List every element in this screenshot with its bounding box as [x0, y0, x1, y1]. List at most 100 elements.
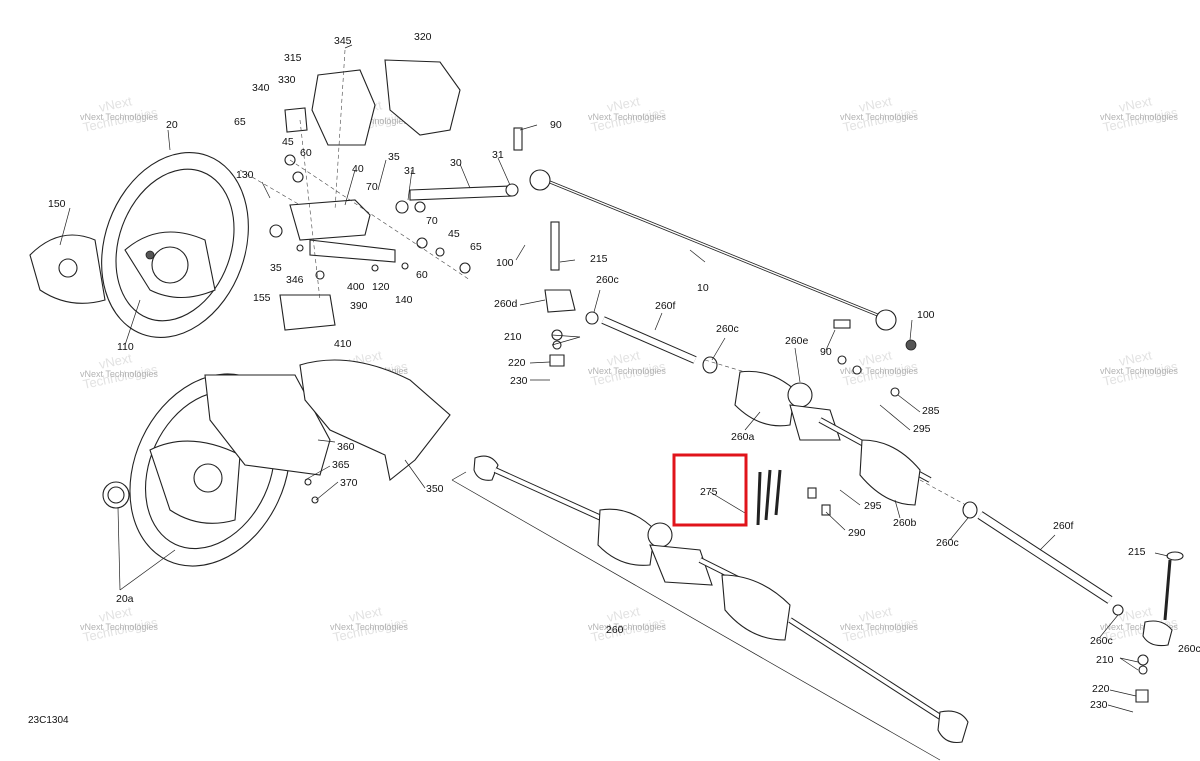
- part-label-400: 400: [347, 281, 365, 293]
- part-label-410: 410: [334, 338, 352, 350]
- part-label-65: 65: [470, 241, 482, 253]
- watermark-text: vNext Technologies: [1100, 622, 1178, 632]
- part-label-290: 290: [848, 527, 866, 539]
- watermark-brand: vNext: [858, 347, 894, 369]
- watermark-brand: vNext: [606, 603, 642, 625]
- part-label-260c: 260c: [596, 274, 619, 286]
- part-label-31: 31: [404, 165, 416, 177]
- watermark-text: vNext Technologies: [80, 112, 158, 122]
- watermark-text: vNext Technologies: [840, 366, 918, 376]
- part-label-260f: 260f: [1053, 520, 1074, 532]
- part-label-10: 10: [697, 282, 709, 294]
- watermark-text: vNext Technologies: [588, 112, 666, 122]
- part-label-260: 260: [606, 624, 624, 636]
- part-label-315: 315: [284, 52, 302, 64]
- part-label-100: 100: [496, 257, 514, 269]
- watermark-text: vNext Technologies: [840, 622, 918, 632]
- watermark-brand: vNext: [606, 347, 642, 369]
- part-label-275: 275: [700, 486, 718, 498]
- watermark-brand: vNext: [348, 603, 384, 625]
- part-label-60: 60: [416, 269, 428, 281]
- part-label-260b: 260b: [893, 517, 917, 529]
- part-label-155: 155: [253, 292, 271, 304]
- watermark-brand: vNext: [606, 93, 642, 115]
- part-label-30: 30: [450, 157, 462, 169]
- part-label-20a: 20a: [116, 593, 134, 605]
- intermediate-shaft: [513, 127, 917, 351]
- part-label-365: 365: [332, 459, 350, 471]
- part-label-285: 285: [922, 405, 940, 417]
- part-label-120: 120: [372, 281, 390, 293]
- watermark-text: vNext Technologies: [588, 622, 666, 632]
- part-label-295: 295: [864, 500, 882, 512]
- part-label-370: 370: [340, 477, 358, 489]
- watermark-brand: vNext: [1118, 93, 1154, 115]
- part-label-215: 215: [590, 253, 608, 265]
- watermark-brand: vNext: [1118, 347, 1154, 369]
- part-label-295: 295: [913, 423, 931, 435]
- part-label-45: 45: [282, 136, 294, 148]
- rack-assembly-upper: [702, 355, 1113, 604]
- highlight-box-part-275: [672, 453, 748, 527]
- shroud: [204, 359, 451, 504]
- part-label-210: 210: [504, 331, 522, 343]
- part-label-260c: 260c: [716, 323, 739, 335]
- part-label-150: 150: [48, 198, 66, 210]
- part-label-70: 70: [366, 181, 378, 193]
- part-label-330: 330: [278, 74, 296, 86]
- watermark-text: vNext Technologies: [80, 369, 158, 379]
- part-label-70: 70: [426, 215, 438, 227]
- part-label-35: 35: [270, 262, 282, 274]
- watermark-brand: vNext: [858, 93, 894, 115]
- part-label-60: 60: [300, 147, 312, 159]
- part-label-345: 345: [334, 35, 352, 47]
- part-label-260f: 260f: [655, 300, 676, 312]
- watermark-brand: vNext: [98, 93, 134, 115]
- part-label-320: 320: [414, 31, 432, 43]
- part-label-40: 40: [352, 163, 364, 175]
- part-label-220: 220: [508, 357, 526, 369]
- part-label-230: 230: [1090, 699, 1108, 711]
- watermark-brand: vNext: [98, 603, 134, 625]
- part-label-260a: 260a: [731, 431, 755, 443]
- watermark-brand: vNext: [858, 603, 894, 625]
- part-label-346: 346: [286, 274, 304, 286]
- part-label-110: 110: [117, 341, 134, 353]
- part-label-130: 130: [236, 169, 254, 181]
- steering-wheel-upper: [29, 152, 249, 338]
- watermark-text: vNext Technologies: [588, 366, 666, 376]
- part-label-90: 90: [550, 119, 562, 131]
- part-label-220: 220: [1092, 683, 1110, 695]
- part-label-20: 20: [166, 119, 178, 131]
- part-label-260d: 260d: [494, 298, 518, 310]
- part-label-100: 100: [917, 309, 935, 321]
- watermark-brand: vNext: [98, 350, 134, 372]
- watermark-text: vNext Technologies: [330, 622, 408, 632]
- watermark-text: vNext Technologies: [80, 622, 158, 632]
- part-label-210: 210: [1096, 654, 1114, 666]
- part-label-230: 230: [510, 375, 528, 387]
- watermark-text: vNext Technologies: [840, 112, 918, 122]
- part-label-45: 45: [448, 228, 460, 240]
- drawing-code: 23C1304: [28, 715, 69, 726]
- part-label-390: 390: [350, 300, 368, 312]
- part-label-31: 31: [492, 149, 504, 161]
- leader-lines: [59, 44, 1169, 713]
- part-label-90: 90: [820, 346, 832, 358]
- part-label-140: 140: [395, 294, 413, 306]
- part-label-360: 360: [337, 441, 355, 453]
